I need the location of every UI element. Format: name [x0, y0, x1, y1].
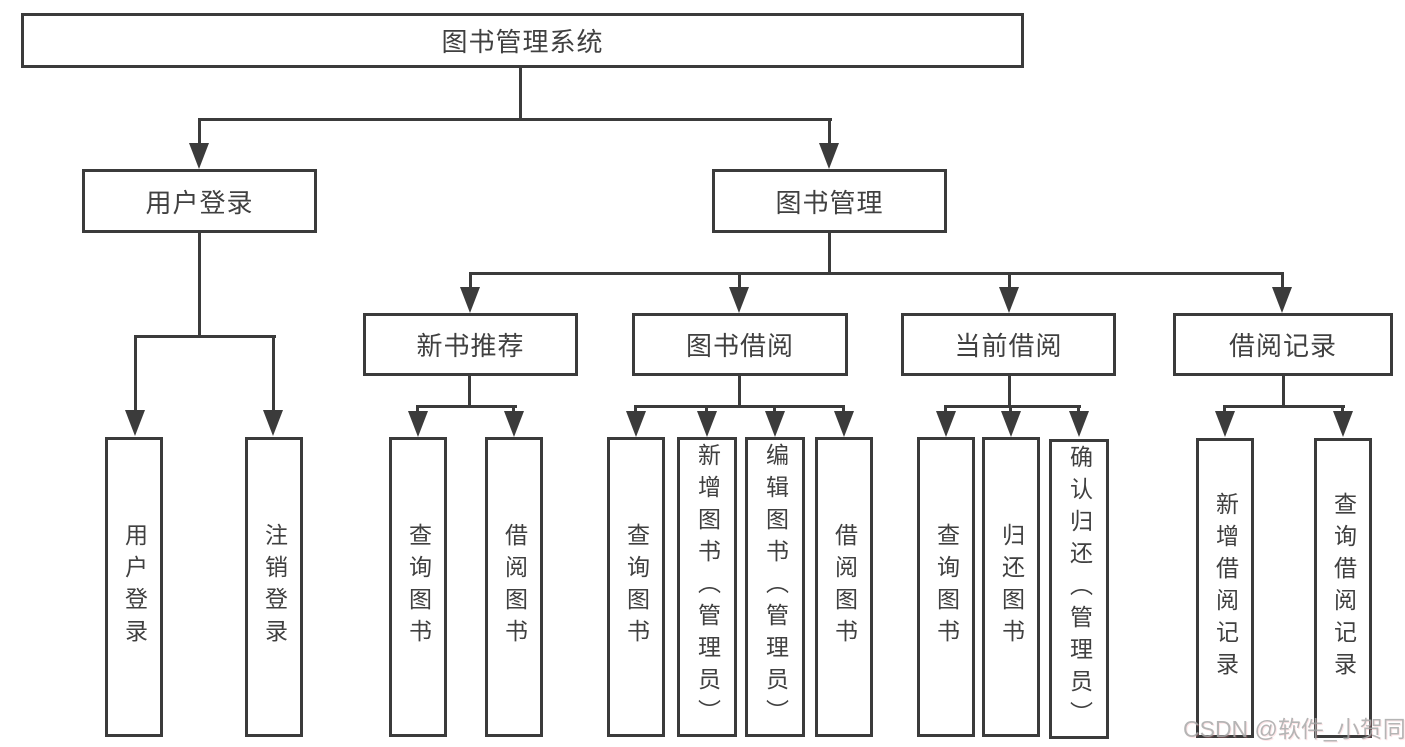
connector-stub — [512, 407, 515, 412]
leaf-records-query-record: 查询借阅记录 — [1314, 438, 1372, 738]
arrow-down-icon — [189, 143, 209, 169]
node-new-book-recommend: 新书推荐 — [363, 313, 578, 376]
arrow-down-icon — [1333, 411, 1353, 437]
connector-rail — [634, 405, 845, 408]
leaf-current-return-book: 归还图书 — [982, 437, 1040, 737]
connector-stem — [1008, 376, 1011, 407]
connector-stub — [773, 407, 776, 412]
arrow-down-icon — [1001, 411, 1021, 437]
arrow-down-icon — [1069, 411, 1089, 437]
leaf-user-login: 用户登录 — [105, 437, 163, 737]
arrow-down-icon — [765, 411, 785, 437]
connector-stub — [1077, 407, 1080, 412]
connector-login-rail — [134, 335, 276, 338]
connector-stub — [1341, 407, 1344, 412]
connector-stub — [272, 337, 275, 412]
connector-stub — [1009, 407, 1012, 412]
connector-stub — [634, 407, 637, 412]
connector-stub — [828, 120, 831, 145]
leaf-recommend-borrow-book: 借阅图书 — [485, 437, 543, 737]
node-current-borrowing: 当前借阅 — [901, 313, 1116, 376]
arrow-down-icon — [504, 411, 524, 437]
connector-stub — [1281, 274, 1284, 289]
connector-stub — [134, 337, 137, 412]
leaf-current-confirm-return-admin: 确认归还（管理员） — [1049, 439, 1109, 739]
connector-stem — [468, 376, 471, 407]
connector-mgmt-stem — [828, 232, 831, 274]
node-book-borrowing: 图书借阅 — [632, 313, 848, 376]
connector-stub — [1223, 407, 1226, 412]
connector-stub — [1008, 274, 1011, 289]
node-library-system: 图书管理系统 — [21, 13, 1024, 68]
leaf-recommend-query-book: 查询图书 — [389, 437, 447, 737]
connector-stub — [738, 274, 741, 289]
arrow-down-icon — [999, 287, 1019, 313]
connector-stem — [1282, 376, 1285, 407]
connector-stub — [705, 407, 708, 412]
connector-rail — [1223, 405, 1345, 408]
node-user-login: 用户登录 — [82, 169, 317, 233]
leaf-borrowing-add-book-admin: 新增图书（管理员） — [677, 437, 737, 737]
arrow-down-icon — [263, 410, 283, 436]
connector-stem — [738, 376, 741, 407]
leaf-logout: 注销登录 — [245, 437, 303, 737]
connector-rail — [944, 405, 1081, 408]
arrow-down-icon — [626, 411, 646, 437]
csdn-watermark: CSDN @软件_小贺同学 — [1183, 716, 1405, 742]
connector-stub — [198, 120, 201, 145]
arrow-down-icon — [729, 287, 749, 313]
node-borrow-records: 借阅记录 — [1173, 313, 1393, 376]
connector-stub — [842, 407, 845, 412]
leaf-records-add-record: 新增借阅记录 — [1196, 438, 1254, 738]
connector-level3-rail — [469, 272, 1284, 275]
leaf-borrowing-edit-book-admin: 编辑图书（管理员） — [745, 437, 805, 737]
arrow-down-icon — [936, 411, 956, 437]
leaf-borrowing-query-book: 查询图书 — [607, 437, 665, 737]
arrow-down-icon — [834, 411, 854, 437]
leaf-borrowing-borrow-book: 借阅图书 — [815, 437, 873, 737]
node-book-management: 图书管理 — [712, 169, 947, 233]
arrow-down-icon — [697, 411, 717, 437]
leaf-current-query-book: 查询图书 — [917, 437, 975, 737]
connector-stub — [944, 407, 947, 412]
arrow-down-icon — [408, 411, 428, 437]
arrow-down-icon — [1215, 411, 1235, 437]
arrow-down-icon — [460, 287, 480, 313]
arrow-down-icon — [1272, 287, 1292, 313]
connector-stub — [469, 274, 472, 289]
connector-root-stem — [519, 66, 522, 120]
arrow-down-icon — [819, 143, 839, 169]
connector-level2-rail — [198, 118, 832, 121]
arrow-down-icon — [125, 410, 145, 436]
connector-rail — [416, 405, 517, 408]
connector-stub — [416, 407, 419, 412]
connector-login-stem — [198, 232, 201, 337]
